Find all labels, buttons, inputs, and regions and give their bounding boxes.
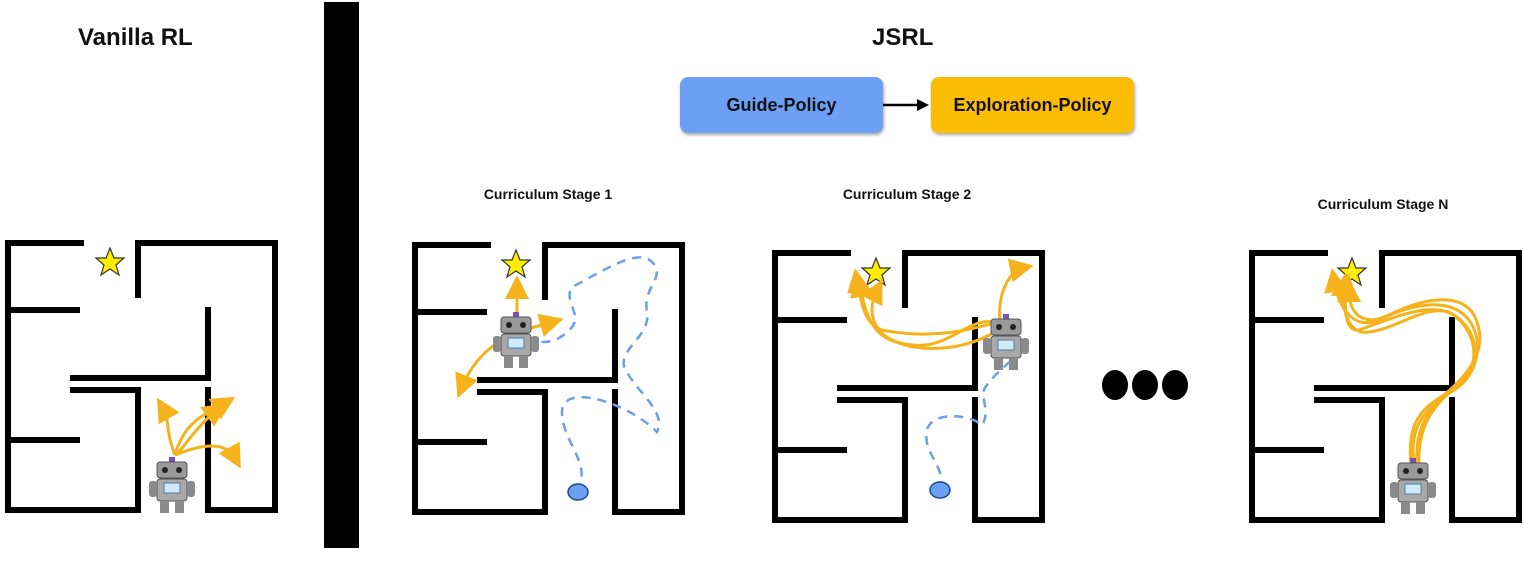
stage-1-maze [412, 242, 692, 522]
star-icon [501, 249, 531, 278]
star-icon [1337, 257, 1367, 286]
robot-icon [492, 311, 540, 369]
ellipsis-icon [1102, 370, 1188, 400]
stage-n-maze [1249, 250, 1523, 530]
stage-1-label: Curriculum Stage 1 [483, 186, 613, 202]
vanilla-maze [5, 240, 285, 514]
policy-arrow [883, 99, 929, 111]
vanilla-rl-title: Vanilla RL [78, 24, 193, 51]
start-marker-icon [567, 483, 589, 501]
start-marker-icon [929, 481, 951, 499]
robot-icon [148, 456, 196, 514]
exploration-policy-box: Exploration-Policy [931, 77, 1134, 133]
robot-icon [1389, 457, 1437, 515]
stage-2-label: Curriculum Stage 2 [842, 186, 972, 202]
star-icon [861, 257, 891, 286]
guide-policy-box: Guide-Policy [680, 77, 883, 133]
jsrl-title: JSRL [872, 24, 934, 51]
stage-2-maze [772, 250, 1052, 530]
stage-n-label: Curriculum Stage N [1317, 196, 1449, 212]
star-icon [95, 247, 125, 276]
divider-bar [324, 2, 359, 548]
